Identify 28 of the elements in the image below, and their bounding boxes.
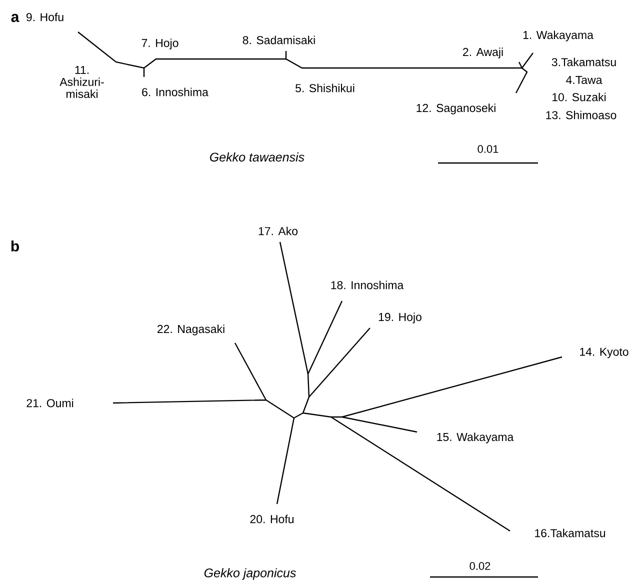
tip-label: 8. Sadamisaki: [242, 36, 315, 44]
tip-label: 6. Innoshima: [142, 88, 208, 96]
tip-label: 16.Takamatsu: [535, 528, 606, 538]
tip-label: 22. Nagasaki: [158, 324, 224, 336]
species-name: Gekko japonicus: [204, 568, 296, 580]
tip-label: 1. Wakayama: [523, 30, 594, 42]
panel-letter: b: [11, 240, 19, 252]
tip-label: 3.Takamatsu: [552, 58, 616, 66]
scale-value: 0.01: [478, 145, 498, 153]
tip-label: 9. Hofu: [26, 12, 64, 22]
tip-label: 12. Saganoseki: [416, 104, 496, 114]
tip-label: 4.Tawa: [566, 76, 602, 84]
scale-value: 0.02: [470, 562, 490, 570]
tip-label: 21. Oumi: [26, 398, 74, 408]
tip-label: 11. Ashizuri- misaki: [60, 66, 104, 98]
tip-label: 5. Shishikui: [296, 84, 354, 92]
tip-label: 20. Hofu: [250, 514, 294, 524]
tip-label: 7. Hojo: [142, 38, 178, 50]
species-name: Gekko tawaensis: [210, 152, 304, 162]
tip-label: 17. Ako: [258, 226, 298, 236]
tip-label: 14. Kyoto: [580, 348, 628, 358]
tip-label: 18. Innoshima: [331, 280, 404, 290]
tip-label: 2. Awaji: [463, 48, 503, 58]
tip-label: 19. Hojo: [378, 312, 422, 324]
tip-label: 10. Suzaki: [552, 92, 606, 102]
panel-letter: a: [11, 14, 20, 22]
tip-label: 13. Shimoaso: [546, 110, 616, 120]
tip-label: 15. Wakayama: [437, 432, 514, 444]
